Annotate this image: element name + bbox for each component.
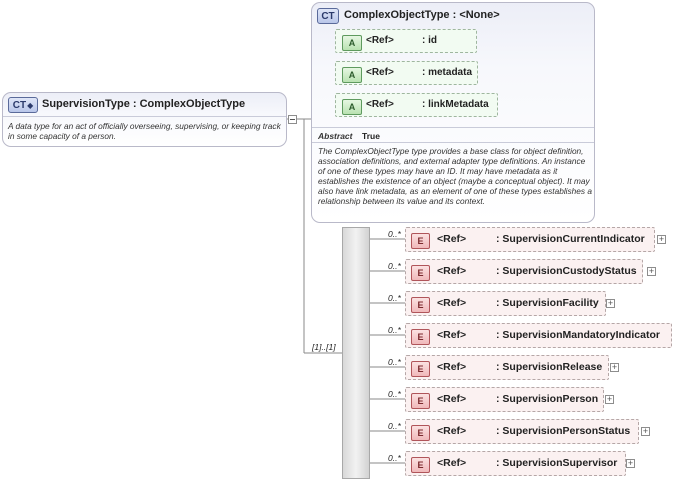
element-supervision-person-status[interactable]: E <Ref> : SupervisionPersonStatus <box>405 419 639 444</box>
attribute-name: : linkMetadata <box>422 99 489 110</box>
element-icon: E <box>411 425 430 441</box>
attribute-ref: <Ref> <box>366 67 394 78</box>
expand-toggle[interactable]: + <box>626 458 635 468</box>
element-icon: E <box>411 265 430 281</box>
element-name: : SupervisionCurrentIndicator <box>496 233 645 245</box>
element-icon: E <box>411 297 430 313</box>
attribute-id[interactable]: A <Ref> : id <box>335 29 477 53</box>
element-badge-label: E <box>417 236 424 246</box>
element-supervision-mandatory-indicator[interactable]: E <Ref> : SupervisionMandatoryIndicator <box>405 323 672 348</box>
complex-type-badge-label: CT <box>12 99 27 111</box>
element-ref: <Ref> <box>437 425 467 437</box>
attribute-name: : metadata <box>422 67 473 78</box>
complex-type-icon: CT <box>317 8 339 24</box>
supervision-type-title: SupervisionType : ComplexObjectType <box>42 98 246 110</box>
element-badge-label: E <box>417 332 424 342</box>
element-icon: E <box>411 329 430 345</box>
complex-type-icon: CT◆ <box>8 97 38 113</box>
attribute-metadata[interactable]: A <Ref> : metadata <box>335 61 478 85</box>
expand-toggle[interactable]: + <box>605 394 614 404</box>
base-type-badge-label: CT <box>321 10 335 22</box>
element-occurrence: 0..* <box>388 229 401 239</box>
sequence-occurrence: [1]..[1] <box>312 342 336 352</box>
element-supervision-person[interactable]: E <Ref> : SupervisionPerson <box>405 387 604 412</box>
element-supervision-facility[interactable]: E <Ref> : SupervisionFacility <box>405 291 606 316</box>
element-badge-label: E <box>417 364 424 374</box>
element-occurrence: 0..* <box>388 261 401 271</box>
element-ref: <Ref> <box>437 265 467 277</box>
element-ref: <Ref> <box>437 361 467 373</box>
element-icon: E <box>411 233 430 249</box>
attribute-badge-label: A <box>348 70 356 80</box>
element-occurrence: 0..* <box>388 453 401 463</box>
element-name: : SupervisionCustodyStatus <box>496 265 637 277</box>
element-name: : SupervisionFacility <box>496 297 599 309</box>
collapse-toggle[interactable] <box>288 115 297 124</box>
supervision-type-header: CT◆ SupervisionType : ComplexObjectType <box>3 93 286 117</box>
expand-toggle[interactable]: + <box>657 234 666 244</box>
supervision-type-description: A data type for an act of officially ove… <box>8 121 281 141</box>
expand-toggle[interactable]: + <box>647 266 656 276</box>
element-icon: E <box>411 457 430 473</box>
element-icon: E <box>411 361 430 377</box>
element-ref: <Ref> <box>437 297 467 309</box>
element-name: : SupervisionPerson <box>496 393 599 405</box>
complex-object-type-box[interactable]: CT ComplexObjectType : <None> A <Ref> : … <box>311 2 595 223</box>
attribute-icon: A <box>342 35 362 51</box>
complex-object-type-description: The ComplexObjectType type provides a ba… <box>318 146 592 206</box>
element-supervision-current-indicator[interactable]: E <Ref> : SupervisionCurrentIndicator <box>405 227 655 252</box>
abstract-value: True <box>362 131 380 141</box>
expand-toggle[interactable]: + <box>641 426 650 436</box>
complex-object-type-title: ComplexObjectType : <None> <box>344 9 500 21</box>
sequence-compositor[interactable] <box>342 227 370 479</box>
element-supervision-release[interactable]: E <Ref> : SupervisionRelease <box>405 355 609 380</box>
attribute-ref: <Ref> <box>366 35 394 46</box>
expand-toggle[interactable]: + <box>610 362 619 372</box>
attribute-badge-label: A <box>348 102 356 112</box>
element-supervision-custody-status[interactable]: E <Ref> : SupervisionCustodyStatus <box>405 259 643 284</box>
divider <box>312 142 594 143</box>
abstract-row: Abstract True <box>318 131 380 141</box>
element-ref: <Ref> <box>437 329 467 341</box>
element-ref: <Ref> <box>437 233 467 245</box>
element-supervision-supervisor[interactable]: E <Ref> : SupervisionSupervisor <box>405 451 626 476</box>
element-occurrence: 0..* <box>388 421 401 431</box>
element-icon: E <box>411 393 430 409</box>
attribute-badge-label: A <box>348 38 356 48</box>
element-name: : SupervisionSupervisor <box>496 457 618 469</box>
divider <box>312 127 594 128</box>
element-ref: <Ref> <box>437 457 467 469</box>
element-occurrence: 0..* <box>388 357 401 367</box>
element-occurrence: 0..* <box>388 325 401 335</box>
attribute-name: : id <box>422 35 437 46</box>
element-occurrence: 0..* <box>388 293 401 303</box>
element-name: : SupervisionRelease <box>496 361 603 373</box>
element-badge-label: E <box>417 300 424 310</box>
element-badge-label: E <box>417 428 424 438</box>
element-occurrence: 0..* <box>388 389 401 399</box>
expand-toggle[interactable]: + <box>606 298 615 308</box>
element-name: : SupervisionMandatoryIndicator <box>496 329 660 341</box>
element-badge-label: E <box>417 268 424 278</box>
attribute-icon: A <box>342 67 362 83</box>
attribute-link-metadata[interactable]: A <Ref> : linkMetadata <box>335 93 498 117</box>
abstract-label: Abstract <box>318 131 353 141</box>
attribute-ref: <Ref> <box>366 99 394 110</box>
attribute-icon: A <box>342 99 362 115</box>
supervision-type-box[interactable]: CT◆ SupervisionType : ComplexObjectType … <box>2 92 287 147</box>
element-badge-label: E <box>417 396 424 406</box>
element-name: : SupervisionPersonStatus <box>496 425 631 437</box>
element-badge-label: E <box>417 460 424 470</box>
element-ref: <Ref> <box>437 393 467 405</box>
